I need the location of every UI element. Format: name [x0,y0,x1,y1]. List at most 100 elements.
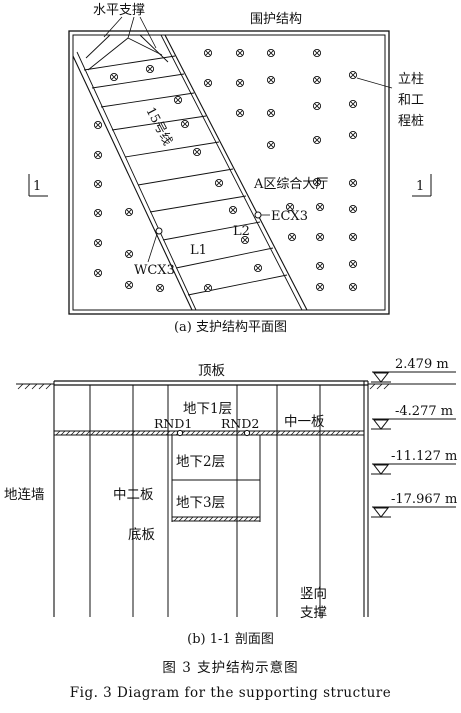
slab-hatch-stroke [120,430,126,436]
slab-hatch-stroke [90,430,96,436]
slab-hatch-stroke [320,430,326,436]
slab-hatch-stroke [205,430,211,436]
slab-hatch-stroke [70,430,76,436]
rnd2-point [243,429,251,437]
section-view: 顶板 地下1层 RND1 RND2 中一板 地下2层 地下3层 中二板 地连墙 … [4,357,457,621]
slab-hatch-stroke [225,430,231,436]
slab-hatch-stroke [223,516,229,522]
slab-hatch-stroke [218,516,224,522]
slab-hatch-stroke [80,430,86,436]
corridor-right-outer [164,34,308,311]
slab-hatch-stroke [300,430,306,436]
slab-hatch-stroke [183,516,189,522]
rnd1-point [176,429,184,437]
section-mark-left-label: 1 [33,179,41,194]
floor-slab-hatch [173,516,259,522]
label-b1: 地下1层 [183,401,232,417]
slab-hatch-stroke [203,516,209,522]
figure-caption-zh: 图 3 支护结构示意图 [162,660,299,676]
wcx3-leader [147,233,158,263]
label-l2: L2 [233,224,250,239]
slab-hatch-stroke [190,430,196,436]
label-enclosure: 围护结构 [250,12,302,27]
slab-hatch-stroke [215,430,221,436]
slab-hatch-stroke [213,516,219,522]
corridor-left-outer [72,55,193,311]
label-roof: 顶板 [198,363,225,379]
slab-hatch-stroke [345,430,351,436]
label-hall: A区综合大厅 [253,177,328,192]
slab-hatch-stroke [325,430,331,436]
elevation-2: -4.277 m [395,404,453,419]
label-rnd2: RND2 [221,416,259,431]
slab-hatch-stroke [198,516,204,522]
enclosure-outer [68,30,390,315]
plan-view: 水平支撑 围护结构 立柱 和工 程桩 15号线 A区综合大厅 ECX3 WCX3… [28,3,432,315]
slab-hatch-stroke [250,430,256,436]
label-vertical-1: 竖向 [300,586,327,602]
slab-hatch-stroke [248,516,254,522]
label-l1: L1 [190,243,207,258]
slab-hatch-stroke [130,430,136,436]
slab-hatch-stroke [355,430,361,436]
slab-hatch-stroke [125,430,131,436]
slab-hatch-stroke [55,430,61,436]
label-column-1: 立柱 [398,72,424,87]
slab-hatch-stroke [305,430,311,436]
label-b3: 地下3层 [176,495,225,511]
slab-hatch-stroke [140,430,146,436]
label-rnd1: RND1 [154,416,192,431]
slab-hatch-stroke [188,516,194,522]
slab-hatch-stroke [65,430,71,436]
horizontal-braces [83,55,288,296]
slab-hatch-stroke [235,430,241,436]
slab-hatch-stroke [243,516,249,522]
section-mark-left [28,174,48,197]
section-mark-right-label: 1 [416,179,424,194]
elevation-4: -17.967 m [391,492,457,507]
slab-hatch-stroke [60,430,66,436]
slab-hatch-stroke [220,430,226,436]
ground-hatch-right [369,383,390,390]
label-wcx3: WCX3 [134,263,175,278]
column-leader [356,77,393,89]
slab-hatch-stroke [178,516,184,522]
slab-hatch-stroke [210,430,216,436]
slab-hatch-stroke [150,430,156,436]
slab-hatch-stroke [195,430,201,436]
slab-hatch-stroke [295,430,301,436]
slab-hatch-stroke [208,516,214,522]
elevation-1: 2.479 m [395,357,449,372]
slab-hatch-stroke [135,430,141,436]
corner-struts [85,34,169,71]
enclosure-inner [72,34,386,311]
slab-hatch-stroke [185,430,191,436]
elevation-markers [370,371,456,518]
slab-hatch-stroke [265,430,271,436]
slab-hatch-stroke [228,516,234,522]
slab-hatch-stroke [155,430,161,436]
caption-plan: (a) 支护结构平面图 [173,320,288,335]
slab-hatch-stroke [310,430,316,436]
label-mid2: 中二板 [113,487,154,503]
slab-hatch-stroke [350,430,356,436]
slab-hatch-stroke [110,430,116,436]
slab-hatch-stroke [270,430,276,436]
label-wall: 地连墙 [4,487,45,503]
corridor-right-inner [160,34,303,311]
label-floor: 底板 [128,527,155,543]
slab-hatch-stroke [340,430,346,436]
slab-hatch-stroke [200,430,206,436]
vertical-supports [89,385,321,617]
slab-hatch-stroke [95,430,101,436]
slab-hatch-stroke [100,430,106,436]
slab-hatch-stroke [335,430,341,436]
slab-hatch-stroke [230,430,236,436]
ground-hatch-left [17,383,52,390]
slab-hatch-stroke [160,430,166,436]
label-column-2: 和工 [398,93,424,108]
label-ecx3: ECX3 [271,209,308,224]
figure-caption-en: Fig. 3 Diagram for the supporting struct… [69,685,392,701]
slab-hatch-stroke [330,430,336,436]
